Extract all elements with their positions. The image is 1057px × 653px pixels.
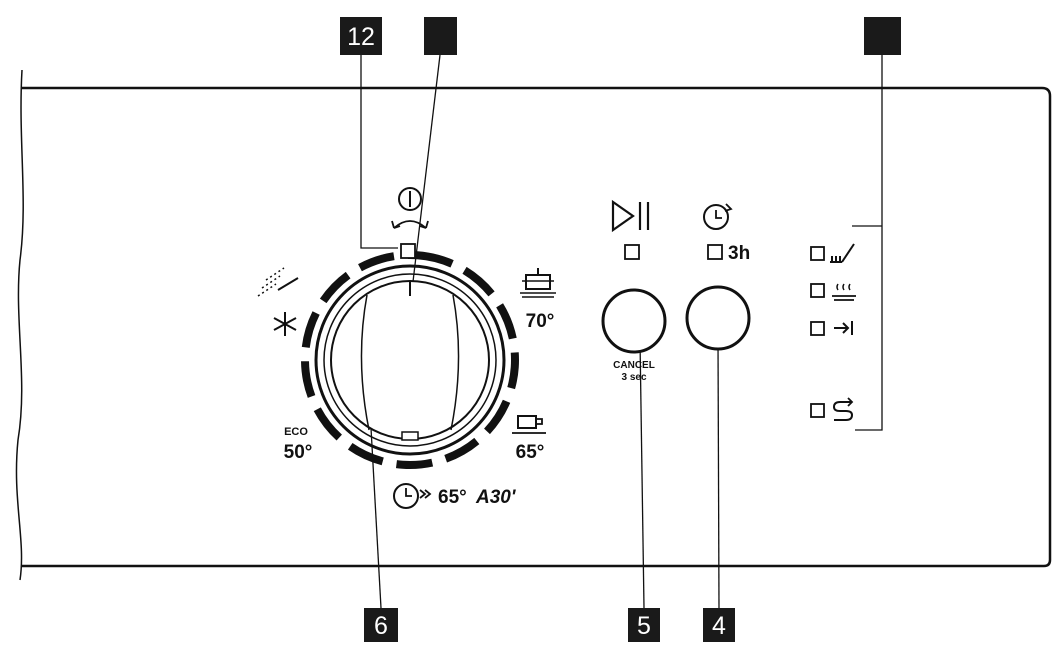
quick-temp-label: 65° bbox=[438, 487, 467, 508]
prewash-spray-icon bbox=[257, 267, 299, 297]
salt-indicator bbox=[810, 243, 855, 263]
leader-line-marker bbox=[411, 54, 441, 291]
callout-4: 4 bbox=[703, 608, 735, 642]
panel-outline bbox=[22, 86, 1052, 568]
quick-clock-icon bbox=[393, 483, 432, 509]
end-indicator bbox=[810, 321, 853, 336]
program-selector-dial[interactable] bbox=[298, 248, 522, 472]
salt-indicator-icon bbox=[830, 243, 855, 263]
cup-icon bbox=[512, 415, 546, 434]
dial-face bbox=[330, 280, 490, 440]
start-pause-button[interactable] bbox=[601, 288, 667, 354]
end-indicator-icon bbox=[834, 321, 853, 335]
eco-temp-label: 50° bbox=[284, 442, 313, 463]
panel-cut-edge bbox=[15, 69, 24, 581]
dial-inner-bezel bbox=[323, 273, 497, 447]
callout-indicator-lights bbox=[864, 17, 901, 55]
leader-line-indicators bbox=[852, 55, 883, 431]
dial-segmented-ring bbox=[301, 251, 519, 469]
quick-duration-label: A30' bbox=[475, 487, 517, 508]
delay-indicator-light bbox=[707, 244, 723, 260]
rinse-aid-indicator bbox=[810, 397, 854, 421]
pot-icon bbox=[520, 268, 556, 298]
power-indicator-light bbox=[400, 243, 416, 259]
leader-line-5 bbox=[639, 339, 645, 609]
callout-program-selector-marker bbox=[424, 17, 457, 55]
cancel-sub-label: 3 sec bbox=[621, 372, 646, 383]
callout-12: 12 bbox=[340, 17, 382, 55]
intensive-temp-label: 70° bbox=[526, 311, 555, 332]
svg-text:12: 12 bbox=[347, 23, 375, 51]
leader-line-12 bbox=[360, 55, 398, 249]
dial-grip bbox=[360, 294, 460, 431]
leader-line-6 bbox=[369, 409, 382, 609]
play-pause-icon bbox=[611, 199, 650, 233]
drying-indicator bbox=[810, 283, 856, 301]
svg-text:6: 6 bbox=[374, 612, 388, 640]
callout-5: 5 bbox=[628, 608, 660, 642]
callout-6: 6 bbox=[364, 608, 398, 642]
svg-text:4: 4 bbox=[712, 612, 726, 640]
delay-hours-label: 3h bbox=[728, 243, 750, 264]
delay-timer-button[interactable] bbox=[685, 285, 751, 351]
rinse-aid-icon bbox=[832, 397, 854, 421]
leader-line-4 bbox=[717, 339, 720, 609]
normal-temp-label: 65° bbox=[516, 442, 545, 463]
rotate-arrows-icon bbox=[391, 220, 429, 229]
delay-timer-icon bbox=[703, 203, 733, 230]
drying-indicator-icon bbox=[832, 283, 856, 301]
svg-text:5: 5 bbox=[637, 612, 651, 640]
cancel-label: CANCEL bbox=[613, 360, 655, 371]
dial-bottom-notch bbox=[401, 431, 419, 441]
dial-outer-bezel bbox=[314, 264, 506, 456]
asterisk-icon bbox=[273, 312, 297, 336]
power-icon bbox=[398, 187, 422, 211]
start-indicator-light bbox=[624, 244, 640, 260]
eco-label: ECO bbox=[284, 426, 308, 438]
